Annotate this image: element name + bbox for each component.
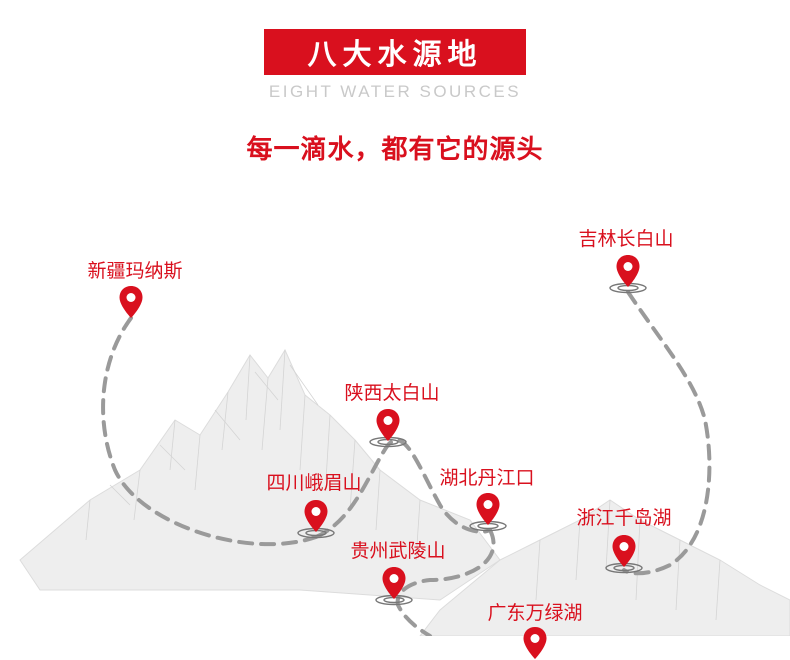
place-label-sichuan: 四川峨眉山 [266,472,362,494]
map-pin-icon [382,567,406,599]
place-label-guizhou: 贵州武陵山 [350,540,446,562]
map-pin-icon [612,535,636,567]
slogan-text: 每一滴水，都有它的源头 [246,135,544,165]
map-pin-icon [616,255,640,287]
water-source-map [19,282,790,636]
place-label-hubei: 湖北丹江口 [439,467,535,489]
place-label-jilin: 吉林长白山 [578,228,674,250]
route-dashed-line [101,290,712,636]
map-pin-icon [523,627,547,659]
map-pin-icon [304,500,328,532]
page-subtitle: EIGHT WATER SOURCES [268,82,522,101]
mountain-hatching [85,349,721,621]
place-label-guangdong: 广东万绿湖 [487,602,583,624]
map-pin-icon [476,493,500,525]
page-title: 八大水源地 [264,29,526,75]
place-label-zhejiang: 浙江千岛湖 [576,507,672,529]
map-pin-icon [119,286,143,318]
map-pin-icon [376,409,400,441]
place-label-xinjiang: 新疆玛纳斯 [87,260,183,282]
place-label-shaanxi: 陕西太白山 [344,382,440,404]
